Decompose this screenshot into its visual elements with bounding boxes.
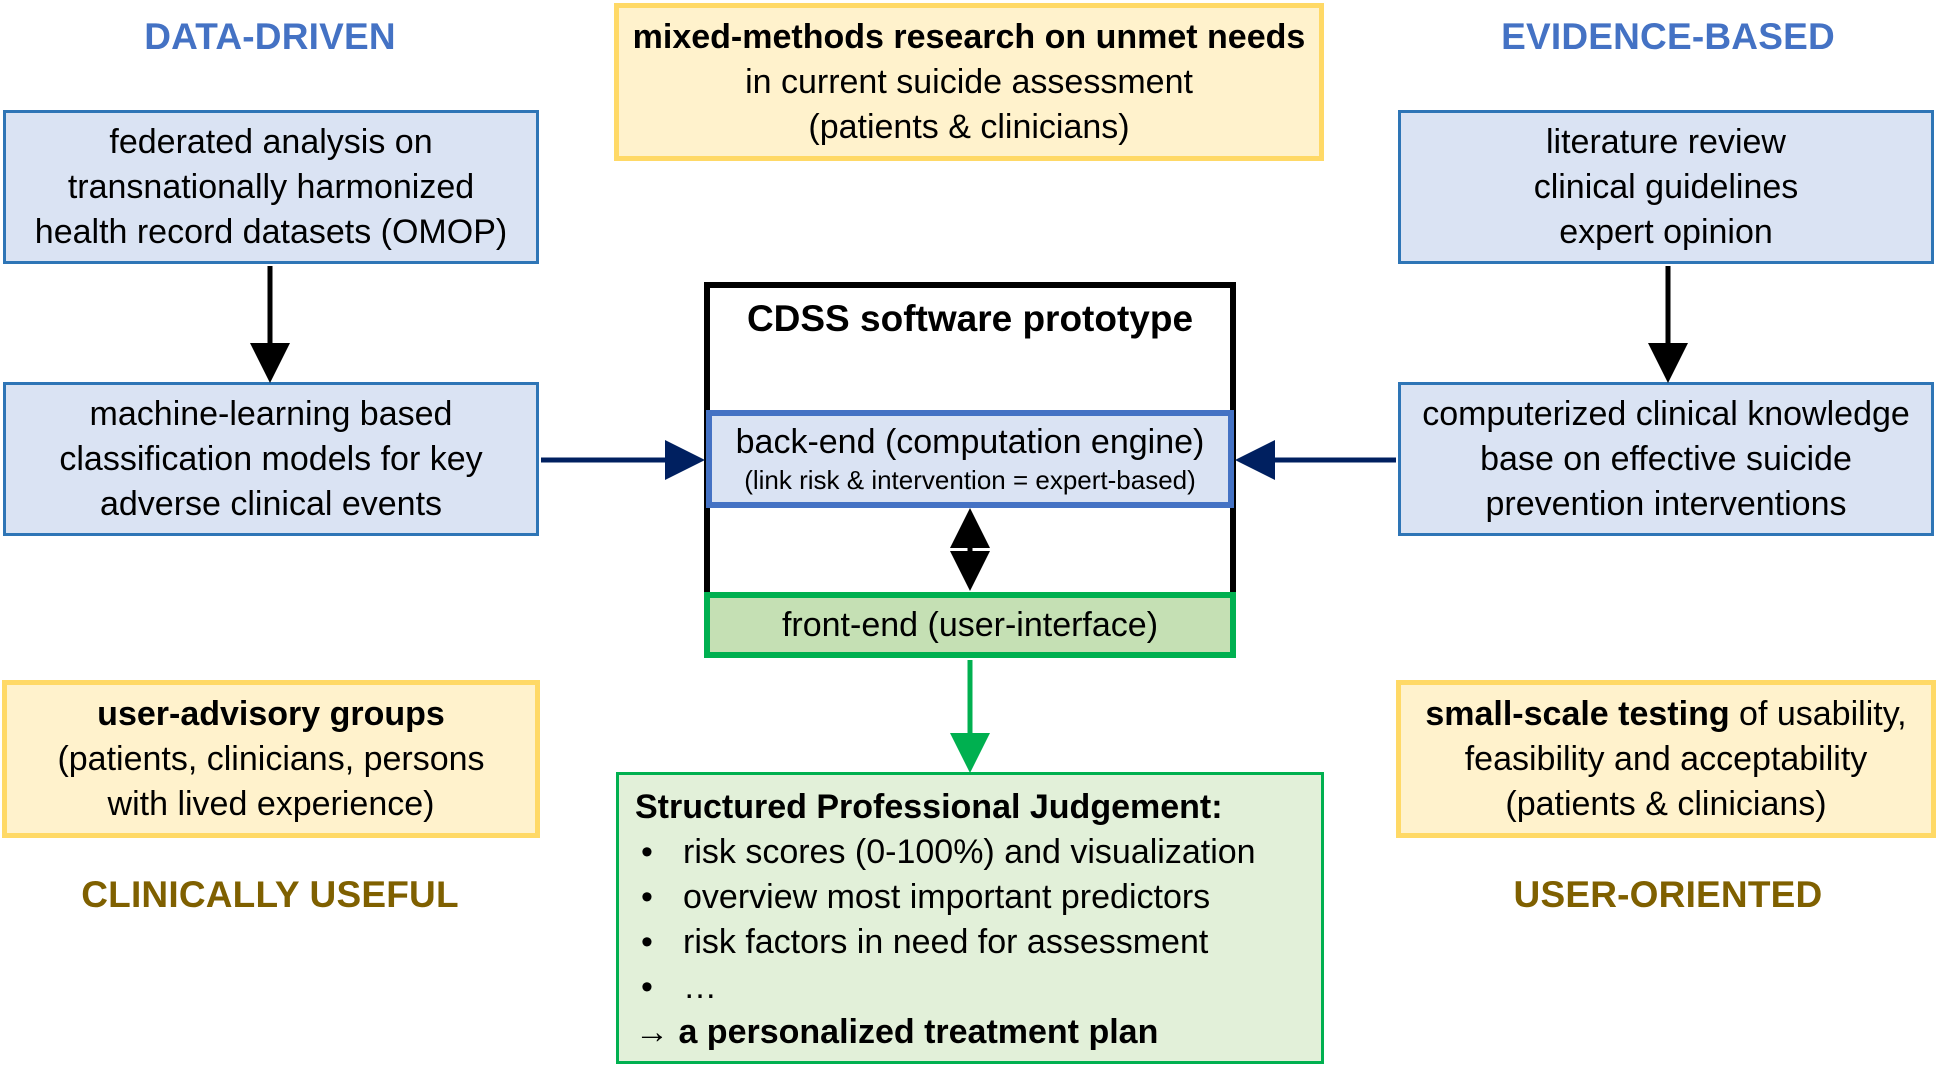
testing-line1: small-scale testing of usability, [1425,692,1906,737]
literature-line1: literature review [1546,122,1786,161]
user-advisory-line3: with lived experience) [107,784,435,823]
frontend-label: front-end (user-interface) [781,605,1159,644]
heading-data-driven: DATA-DRIVEN [144,16,396,57]
mixed-methods-research-box: mixed-methods research on unmet needs in… [614,3,1324,161]
ml-line3: adverse clinical events [99,484,443,523]
testing-line3: (patients & clinicians) [1505,784,1827,823]
kb-line3: prevention interventions [1485,484,1847,523]
structured-professional-judgement-box: Structured Professional Judgement: • risk… [616,772,1324,1064]
list-item: • risk scores (0-100%) and visualization [635,830,1321,875]
bullet-icon: • [641,968,653,1006]
kb-line1: computerized clinical knowledge [1422,394,1910,433]
machine-learning-box: machine-learning based classification mo… [3,382,539,536]
literature-review-box: literature review clinical guidelines ex… [1398,110,1934,264]
mixed-methods-line3: (patients & clinicians) [808,107,1130,146]
ml-line1: machine-learning based [89,394,453,433]
small-scale-testing-box: small-scale testing of usability, feasib… [1396,680,1936,838]
spj-list: •risk scores (0-100%) and visualization … [635,830,1321,1010]
ml-line2: classification models for key [59,439,483,478]
mixed-methods-title: mixed-methods research on unmet needs [632,17,1306,56]
frontend-box: front-end (user-interface) [704,592,1236,658]
bullet-icon: • [641,878,653,916]
list-item: • risk factors in need for assessment [635,920,1321,965]
federated-line3: health record datasets (OMOP) [34,212,508,251]
literature-line3: expert opinion [1559,212,1773,251]
list-item: •… [635,965,1321,1010]
backend-label: back-end (computation engine) [735,423,1205,461]
spj-item-text: risk scores (0-100%) and visualization [683,833,1256,871]
bullet-icon: • [641,923,653,961]
federated-line1: federated analysis on [109,122,433,161]
testing-line2: feasibility and acceptability [1464,739,1868,778]
spj-item-text: overview most important predictors [683,878,1211,916]
literature-line2: clinical guidelines [1533,167,1799,206]
backend-sublabel: (link risk & intervention = expert-based… [744,465,1196,495]
user-advisory-title: user-advisory groups [97,694,445,733]
cdss-title: CDSS software prototype [746,298,1194,339]
kb-line2: base on effective suicide [1480,439,1852,478]
user-advisory-box: user-advisory groups (patients, clinicia… [2,680,540,838]
spj-item-text: … [683,968,717,1006]
federated-line2: transnationally harmonized [67,167,475,206]
testing-bold: small-scale testing [1425,694,1730,733]
heading-user-oriented: USER-ORIENTED [1513,874,1823,915]
heading-clinically-useful: CLINICALLY USEFUL [81,874,459,915]
bullet-icon: • [641,833,653,871]
backend-box: back-end (computation engine) (link risk… [706,410,1234,508]
spj-title: Structured Professional Judgement: [635,788,1223,826]
spj-item-text: risk factors in need for assessment [683,923,1209,961]
heading-evidence-based: EVIDENCE-BASED [1501,16,1835,57]
spj-conclusion: → a personalized treatment plan [635,1013,1159,1051]
list-item: • overview most important predictors [635,875,1321,920]
testing-rest: of usability, [1729,694,1907,733]
knowledge-base-box: computerized clinical knowledge base on … [1398,382,1934,536]
user-advisory-line2: (patients, clinicians, persons [57,739,485,778]
federated-analysis-box: federated analysis on transnationally ha… [3,110,539,264]
mixed-methods-line2: in current suicide assessment [745,62,1193,101]
